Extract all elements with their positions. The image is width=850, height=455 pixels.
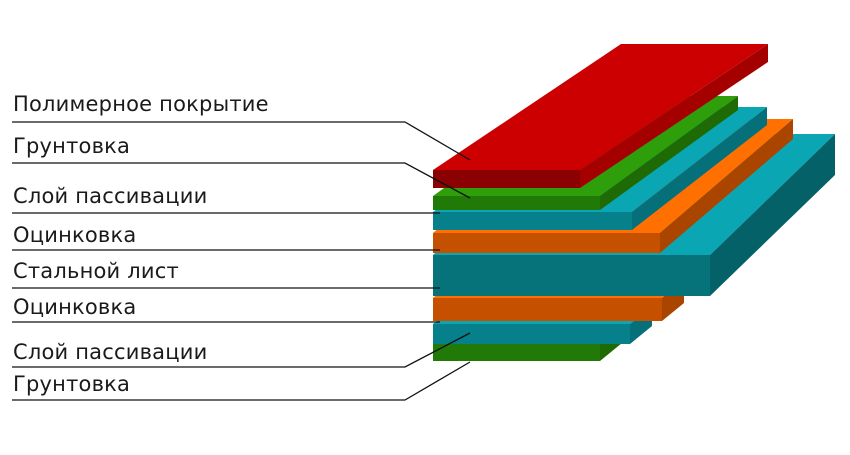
layer-label-passivation-top: Слой пассивации [13, 184, 208, 208]
leader-line-polymer-coating [12, 121, 471, 161]
layer-label-primer-top: Грунтовка [13, 134, 131, 158]
slab-front-face [433, 196, 600, 210]
slab-side-face [710, 134, 835, 296]
slab-side-face [660, 119, 793, 253]
slab-front-face [433, 212, 632, 230]
layer-label-primer-bottom: Грунтовка [13, 372, 131, 396]
layer-label-polymer-coating: Полимерное покрытие [13, 92, 269, 116]
leader-line-passivation-bottom [12, 332, 471, 368]
slab-front-face [433, 170, 580, 188]
layer-label-zinc-top: Оцинковка [13, 223, 137, 247]
leader-lines [12, 121, 471, 401]
leader-line-primer-top [12, 162, 471, 199]
slab-side-face [600, 96, 738, 210]
slab-side-face [632, 107, 767, 230]
slab-front-face [433, 298, 662, 321]
layer-slab-polymer-coating [433, 44, 768, 188]
layer-label-steel-sheet: Стальной лист [13, 259, 179, 283]
leader-line-primer-bottom [12, 361, 471, 401]
slab-front-face [433, 255, 710, 296]
layer-label-zinc-bottom: Оцинковка [13, 295, 137, 319]
slab-side-face [580, 44, 768, 188]
slab-front-face [433, 344, 600, 361]
layer-label-passivation-bottom: Слой пассивации [13, 340, 208, 364]
layer-slabs [433, 44, 835, 361]
slab-front-face [433, 233, 660, 253]
slab-top-face [433, 44, 768, 170]
slab-front-face [433, 324, 630, 344]
